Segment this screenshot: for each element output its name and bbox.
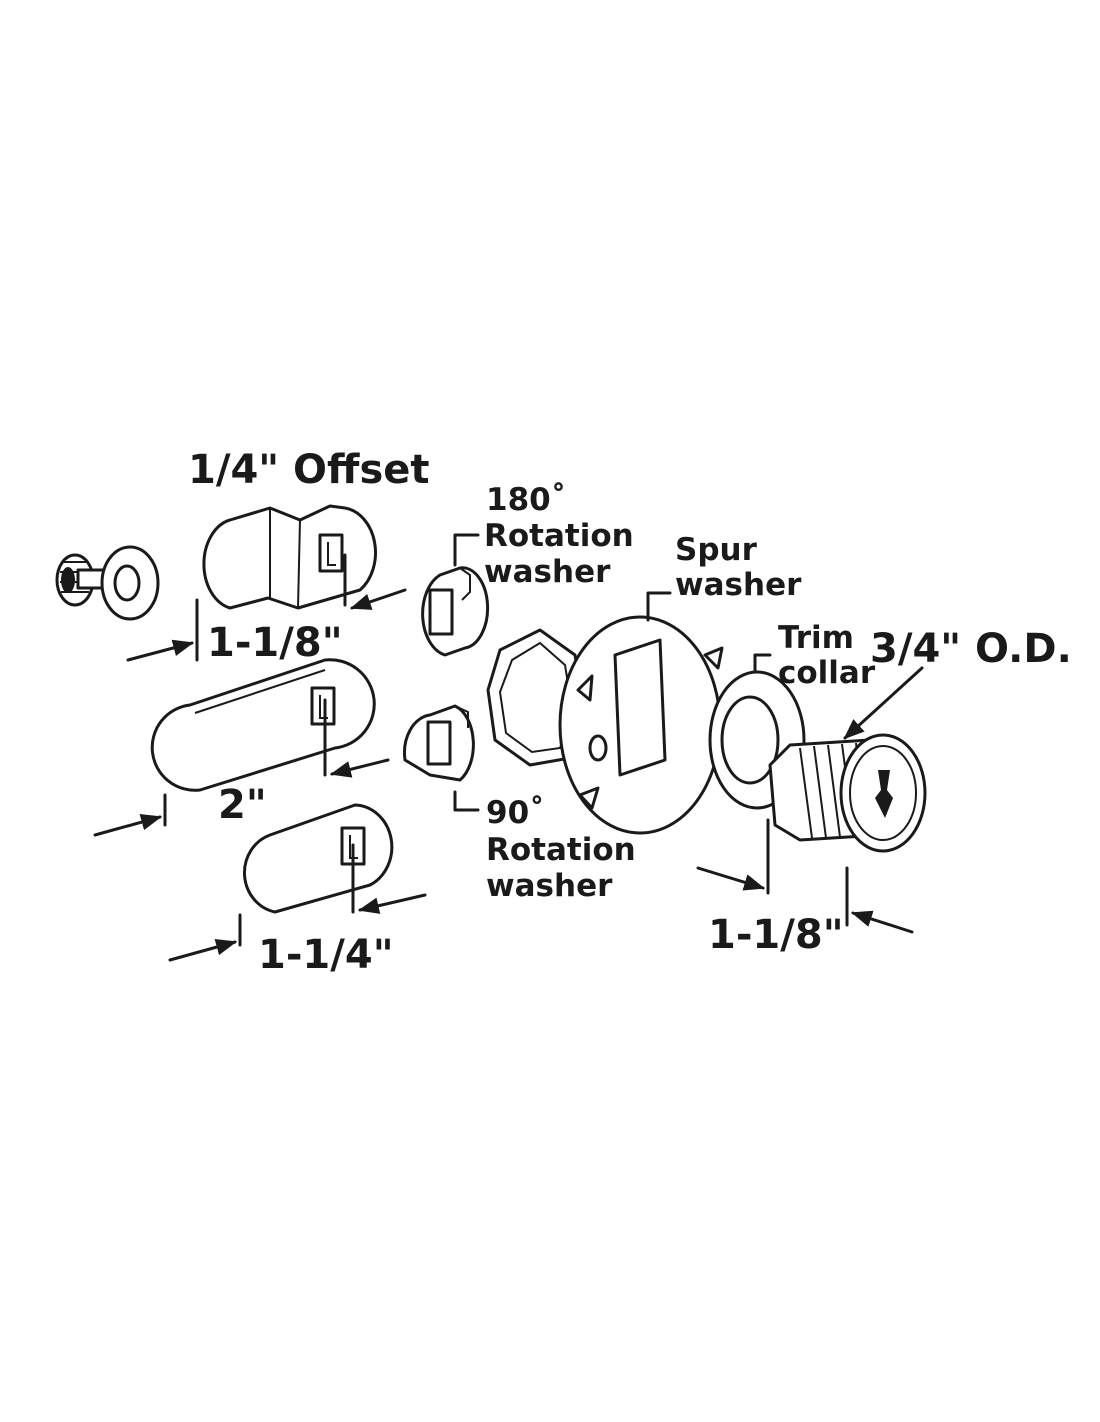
rotation-washer-180-part xyxy=(421,566,490,657)
screw-part xyxy=(55,553,106,607)
od-leader xyxy=(843,666,924,740)
spur-washer-callout xyxy=(646,591,672,622)
rotation-washer-90-part xyxy=(403,704,475,782)
small-washer-part xyxy=(100,545,160,621)
short-cam-dimension xyxy=(168,893,427,962)
trim-collar-callout xyxy=(753,653,772,674)
spur-washer-line2-label: washer xyxy=(675,567,802,603)
rotation-90-degree-label: 90˚ xyxy=(486,795,545,831)
offset-cam-length-label: 1-1/8" xyxy=(207,620,343,666)
short-cam-part xyxy=(243,803,394,914)
long-cam-length-label: 2" xyxy=(218,782,267,828)
trim-collar-line1-label: Trim xyxy=(778,620,854,656)
short-cam-length-label: 1-1/4" xyxy=(258,932,394,978)
rotation-180-degree-label: 180˚ xyxy=(486,482,566,518)
rotation-90-callout xyxy=(453,790,480,812)
offset-cam-part xyxy=(202,504,378,610)
spur-washer-line1-label: Spur xyxy=(675,532,758,568)
cylinder-length-label: 1-1/8" xyxy=(708,912,844,958)
rotation-90-line1-label: Rotation xyxy=(486,832,636,868)
offset-cam-dimension xyxy=(126,588,407,662)
rotation-180-line1-label: Rotation xyxy=(484,518,634,554)
trim-collar-line2-label: collar xyxy=(778,655,876,691)
long-cam-part xyxy=(150,658,376,792)
spur-washer-part xyxy=(558,615,730,835)
outer-diameter-label: 3/4" O.D. xyxy=(870,626,1072,672)
cylinder-body-part xyxy=(768,733,927,853)
long-cam-dimension xyxy=(93,758,390,837)
offset-label: 1/4" Offset xyxy=(188,447,430,493)
cylinder-length-dimension xyxy=(696,818,914,934)
rotation-180-line2-label: washer xyxy=(484,554,611,590)
rotation-90-line2-label: washer xyxy=(486,868,613,904)
rotation-180-callout xyxy=(453,533,480,567)
